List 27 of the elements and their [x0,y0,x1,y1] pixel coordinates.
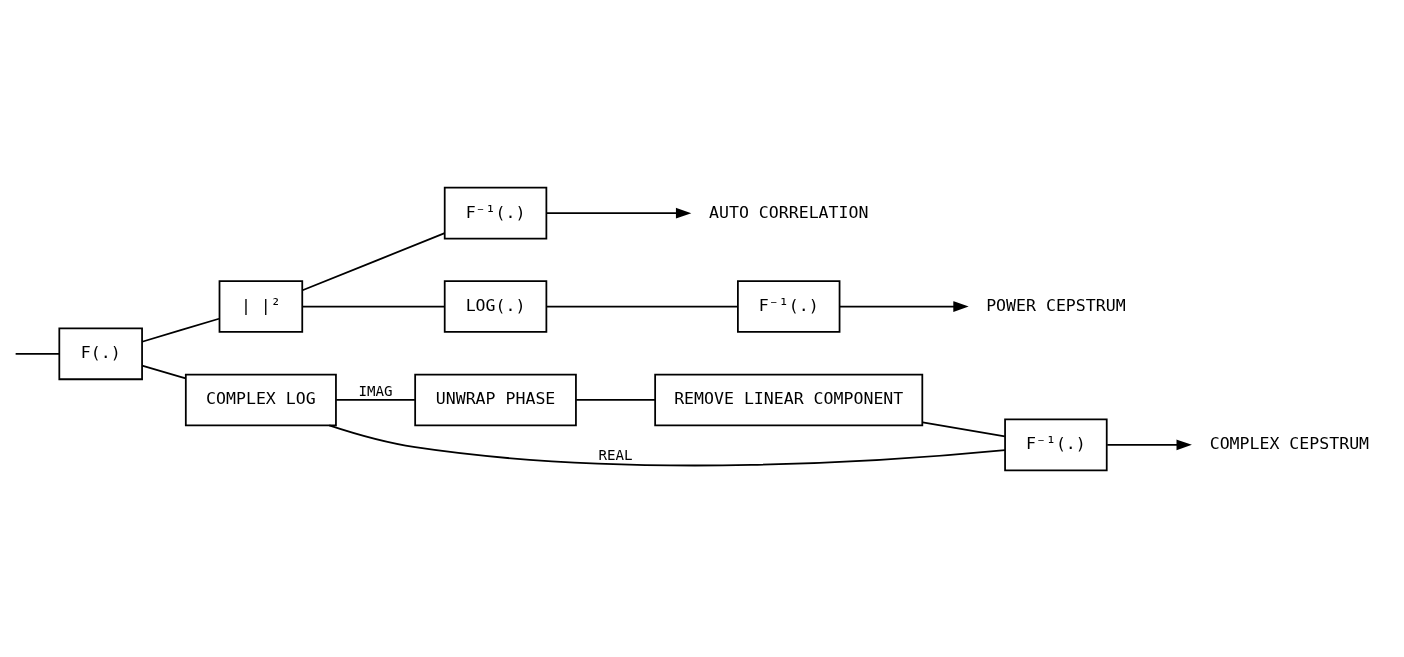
connector [328,424,1006,466]
node-text: COMPLEX CEPSTRUM [1209,433,1370,453]
connector [545,305,739,307]
connector [301,305,446,307]
node-box: F⁻¹(.) [737,279,841,333]
connector [141,317,220,343]
arrow [1106,438,1192,450]
edge-label: IMAG [358,382,393,399]
arrow [545,207,692,219]
edge-label: REAL [598,446,633,463]
connector [301,231,446,291]
node-box: F⁻¹(.) [1004,418,1108,471]
node-box: REMOVE LINEAR COMPONENT [654,373,924,426]
node-box: LOG(.) [443,279,548,333]
node-box: | |² [218,279,304,333]
connector [575,398,656,401]
connector [335,398,416,401]
node-box: F⁻¹(.) [443,186,548,239]
node-text: POWER CEPSTRUM [986,295,1126,315]
connector [14,352,60,355]
node-text: AUTO CORRELATION [709,202,869,222]
connector [141,364,187,379]
connector [921,421,1006,437]
node-box: COMPLEX LOG [184,373,337,426]
arrow [838,300,969,312]
node-box: UNWRAP PHASE [414,373,577,426]
node-box: F(.) [58,327,143,380]
